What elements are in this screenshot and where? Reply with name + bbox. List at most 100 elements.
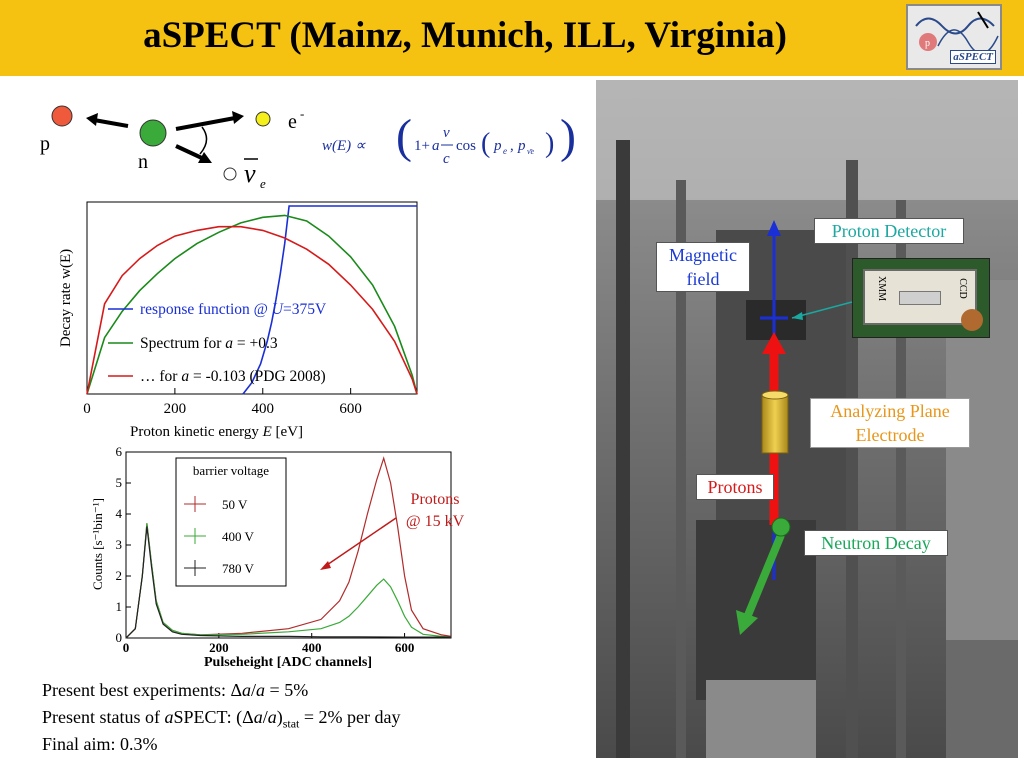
electron-label: e [288, 111, 297, 133]
aspect-logo: p aSPECT [906, 4, 1002, 70]
formula-c: c [443, 151, 450, 167]
pulseheight-ytick-label: 2 [116, 568, 123, 583]
label-neutron-decay: Neutron Decay [804, 530, 948, 556]
pulseheight-ytick-label: 5 [116, 475, 123, 490]
pulseheight-ylabel: Counts [s⁻¹bin⁻¹] [90, 498, 105, 590]
spectrum-series-2 [86, 225, 418, 395]
pulseheight-ytick-label: 3 [116, 537, 123, 552]
label-magnetic-field: Magnetic field [656, 242, 750, 292]
formula-pe-sub: e [503, 146, 507, 156]
pulseheight-ytick-label: 6 [116, 444, 123, 459]
pulseheight-xtick-label: 400 [302, 640, 322, 655]
results-line-3: Final aim: 0.3% [42, 734, 158, 754]
pulseheight-legend: barrier voltage 50 V 400 V 780 V [175, 457, 287, 587]
label-analyzing-plane: Analyzing Plane Electrode [810, 398, 970, 448]
neutron-decay-arrow [742, 533, 785, 622]
logo-letter: p [925, 38, 930, 49]
pulseheight-legend-box [175, 457, 287, 587]
analyzing-electrode-top [761, 390, 789, 400]
spectrum-xtick-label: 200 [164, 401, 187, 417]
protons-annotation-1: Protons [411, 491, 460, 508]
protons-pointer-head [320, 561, 331, 570]
coin [961, 309, 983, 331]
spectrum-legend: response function @ U=375V Spectrum for … [108, 301, 327, 385]
antineutrino-arrow [175, 144, 205, 161]
logo-line [977, 11, 989, 29]
analyzing-electrode [761, 394, 789, 454]
spectrum-xtick-label: 600 [339, 401, 362, 417]
electron-charge: - [300, 106, 304, 121]
formula-one: 1+ [414, 138, 430, 154]
spectrum-xlabel: Proton kinetic energy E [eV] [130, 424, 303, 440]
proton-label: p [40, 133, 50, 155]
protons-pointer [323, 517, 397, 568]
logo-text: aSPECT [950, 50, 996, 64]
spectrum-chart-frame [86, 201, 418, 395]
apparatus-photo: XMM CCD Proton Detector Magnetic field A… [596, 80, 1018, 758]
proton-dot [51, 105, 73, 127]
pulseheight-ytick-label: 0 [116, 630, 123, 645]
neutron-dot [139, 119, 167, 147]
detector-chip: XMM CCD [863, 269, 977, 325]
legend-spectrum-plus: Spectrum for a = +0.3 [140, 335, 278, 352]
pulseheight-ytick-label: 4 [116, 506, 123, 521]
pulseheight-xtick-label: 200 [209, 640, 229, 655]
electron-arrow [175, 116, 236, 131]
formula-inner-open: ( [481, 128, 490, 159]
pulseheight-xtick-label: 600 [395, 640, 415, 655]
proton-detector-pointer-head [792, 312, 803, 320]
spectrum-xtick-label: 400 [252, 401, 274, 417]
protons-arrowhead [762, 332, 786, 354]
formula-pnu-sub: ν̄e [527, 147, 535, 156]
spectrum-series-1 [86, 214, 418, 395]
neutron-decay-arrowhead [736, 610, 758, 635]
correlation-formula: w(E) ∝ ( 1+ a v c cos ( p e , p ν̄e ) ) [322, 112, 576, 167]
legend-400v: 400 V [222, 529, 255, 544]
pulseheight-ytick-label: 1 [116, 599, 123, 614]
formula-a: a [432, 138, 440, 154]
formula-sep: , [510, 138, 514, 154]
neutron-label: n [138, 151, 148, 173]
legend-title: barrier voltage [193, 463, 269, 478]
formula-paren-open: ( [396, 112, 412, 163]
formula-lhs: w(E) ∝ [322, 138, 366, 154]
proton-arrowhead [86, 113, 98, 126]
label-proton-detector: Proton Detector [814, 218, 964, 244]
results-line-1: Present best experiments: Δa/a = 5% [42, 680, 309, 700]
logo-wave-1 [915, 17, 995, 35]
results-line-2: Present status of aSPECT: (Δa/a)stat = 2… [42, 707, 401, 731]
beam-overlay [736, 220, 853, 635]
logo-wave-2 [937, 29, 999, 55]
proton-arrow [93, 118, 129, 128]
pulseheight-chart: Counts [s⁻¹bin⁻¹] 0 200 400 600 0 1 2 3 4 5 6 barr… [90, 444, 465, 670]
antineutrino-sub: e [260, 176, 266, 191]
electron-dot [255, 111, 271, 127]
chip-window [899, 291, 941, 305]
angle-arc [199, 126, 208, 155]
spectrum-ylabel: Decay rate w(E) [58, 249, 74, 347]
formula-v: v [443, 125, 450, 141]
antineutrino-label: ν [244, 159, 256, 188]
pulseheight-series-2 [125, 526, 451, 639]
title-bar: aSPECT (Mainz, Munich, ILL, Virginia) p … [0, 0, 1024, 76]
formula-pe: p [493, 138, 502, 154]
formula-cos: cos [456, 138, 476, 154]
formula-inner-close: ) [545, 128, 554, 159]
slide-title: aSPECT (Mainz, Munich, ILL, Virginia) [143, 15, 787, 56]
formula-paren-close: ) [560, 112, 576, 163]
pulseheight-xlabel: Pulseheight [ADC channels] [204, 655, 372, 670]
antineutrino-arrowhead [198, 152, 212, 163]
magnetic-field-arrowhead [767, 220, 781, 236]
legend-780v: 780 V [222, 561, 255, 576]
logo-proton-dot [919, 33, 937, 51]
antineutrino-dot [223, 167, 237, 181]
pulseheight-xtick-label: 0 [123, 640, 130, 655]
neutron-decay-point [771, 517, 791, 537]
logo-graphic: p [915, 11, 999, 55]
spectrum-series-0 [242, 205, 417, 395]
legend-50v: 50 V [222, 497, 248, 512]
decay-diagram: p n e - ν e [40, 105, 304, 191]
detector-chip-photo: XMM CCD [852, 258, 990, 338]
electron-arrowhead [232, 111, 244, 124]
